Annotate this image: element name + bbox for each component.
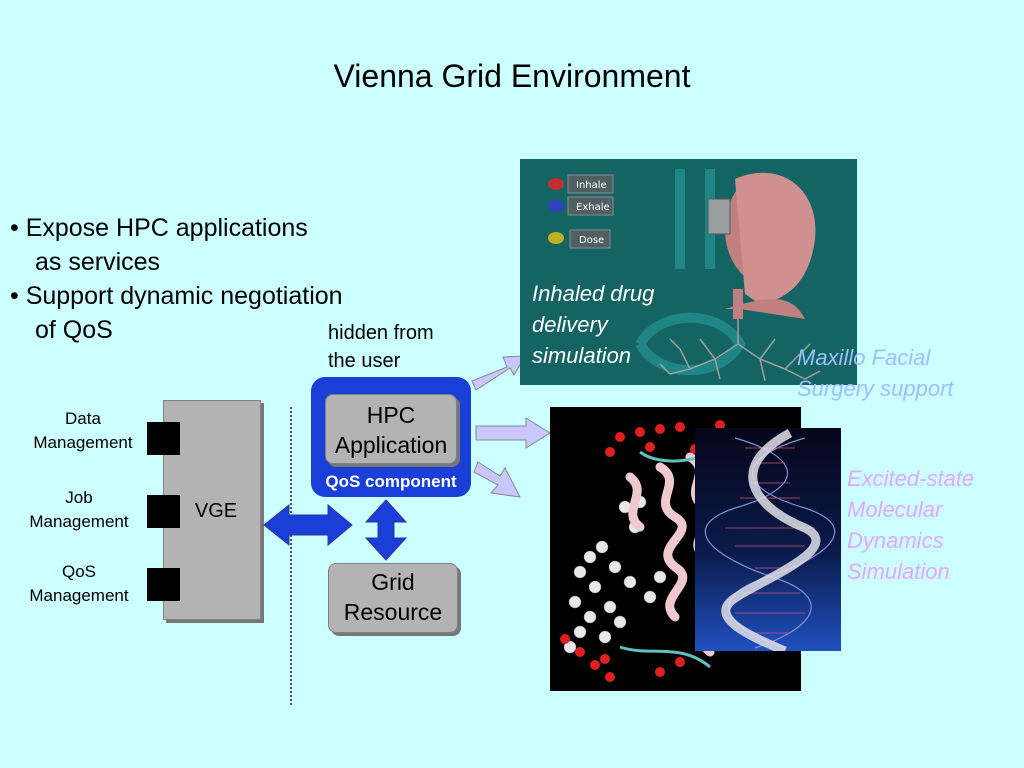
bullet-list: • Expose HPC applications as services • … xyxy=(10,211,343,347)
hpc-application-box xyxy=(325,394,457,464)
dna-helix-image xyxy=(695,428,841,651)
inhaled-label-line1: Inhaled drug xyxy=(532,281,655,306)
dose-button-label: Dose xyxy=(579,235,604,246)
qos-management-label: QoS Management xyxy=(16,560,142,608)
qos-management-label-line1: QoS xyxy=(61,562,97,581)
excited-label-line4: Simulation xyxy=(847,559,950,584)
data-management-port xyxy=(147,422,180,455)
hidden-note-line1: hidden from xyxy=(328,322,434,344)
maxillo-facial-label: Maxillo Facial Surgery support xyxy=(797,342,954,404)
hpc-label-line2: Application xyxy=(334,432,448,458)
grid-label-line1: Grid xyxy=(371,569,415,595)
data-management-label: Data Management xyxy=(20,407,146,455)
arrow-to-inhaled-sim xyxy=(471,355,526,391)
hidden-note-line2: the user xyxy=(328,350,401,372)
hpc-grid-double-arrow xyxy=(364,499,408,561)
user-boundary-divider xyxy=(290,407,292,705)
arrow-to-dynamics-sim xyxy=(473,461,521,498)
grid-resource-label: Grid Resource xyxy=(328,567,458,627)
hidden-from-user-note: hidden from the user xyxy=(328,319,434,375)
grid-resource-box xyxy=(328,563,458,633)
qos-component-label: QoS component xyxy=(325,472,457,491)
excited-label-line2: Molecular xyxy=(847,497,943,522)
inhaled-drug-image: Inhale Exhale Dose xyxy=(520,159,857,385)
grid-label-line2: Resource xyxy=(343,599,443,625)
excited-label-line3: Dynamics xyxy=(847,528,944,553)
inhale-control-buttons: Inhale Exhale Dose xyxy=(548,174,614,249)
job-management-port xyxy=(147,495,180,528)
bullet-2-line1: • Support dynamic negotiation xyxy=(10,282,343,310)
vge-hpc-double-arrow xyxy=(263,503,353,547)
slide-title: Vienna Grid Environment xyxy=(333,58,691,94)
hpc-label-line1: HPC xyxy=(366,402,416,428)
data-management-label-line2: Management xyxy=(33,433,133,452)
excited-label-line1: Excited-state xyxy=(847,466,975,491)
arrow-to-molecule-sim xyxy=(475,417,551,449)
bullet-1-line2: as services xyxy=(35,248,161,276)
qos-management-label-line2: Management xyxy=(29,586,129,605)
data-management-label-line1: Data xyxy=(65,409,101,428)
inhale-button-label: Inhale xyxy=(576,180,607,191)
job-management-label-line2: Management xyxy=(29,512,129,531)
maxillo-label-line2: Surgery support xyxy=(797,376,954,401)
maxillo-label-line1: Maxillo Facial xyxy=(797,345,931,370)
qos-management-port xyxy=(147,568,180,601)
job-management-label-line1: Job xyxy=(65,488,93,507)
dna-illustration xyxy=(704,429,836,651)
job-management-label: Job Management xyxy=(16,486,142,534)
bullet-2-line2: of QoS xyxy=(35,316,113,344)
bullet-1-line1: • Expose HPC applications xyxy=(10,214,308,242)
inhaled-label-line2: delivery xyxy=(532,312,608,337)
inhaled-label-line3: simulation xyxy=(532,343,632,368)
inhaled-drug-label: Inhaled drug delivery simulation xyxy=(532,278,654,371)
excited-state-label: Excited-state Molecular Dynamics Simulat… xyxy=(847,463,974,587)
inhaled-drug-illustration: Inhale Exhale Dose xyxy=(548,169,821,382)
hpc-application-label: HPC Application xyxy=(325,400,457,460)
exhale-button-label: Exhale xyxy=(576,202,610,213)
vge-label: VGE xyxy=(194,500,238,522)
